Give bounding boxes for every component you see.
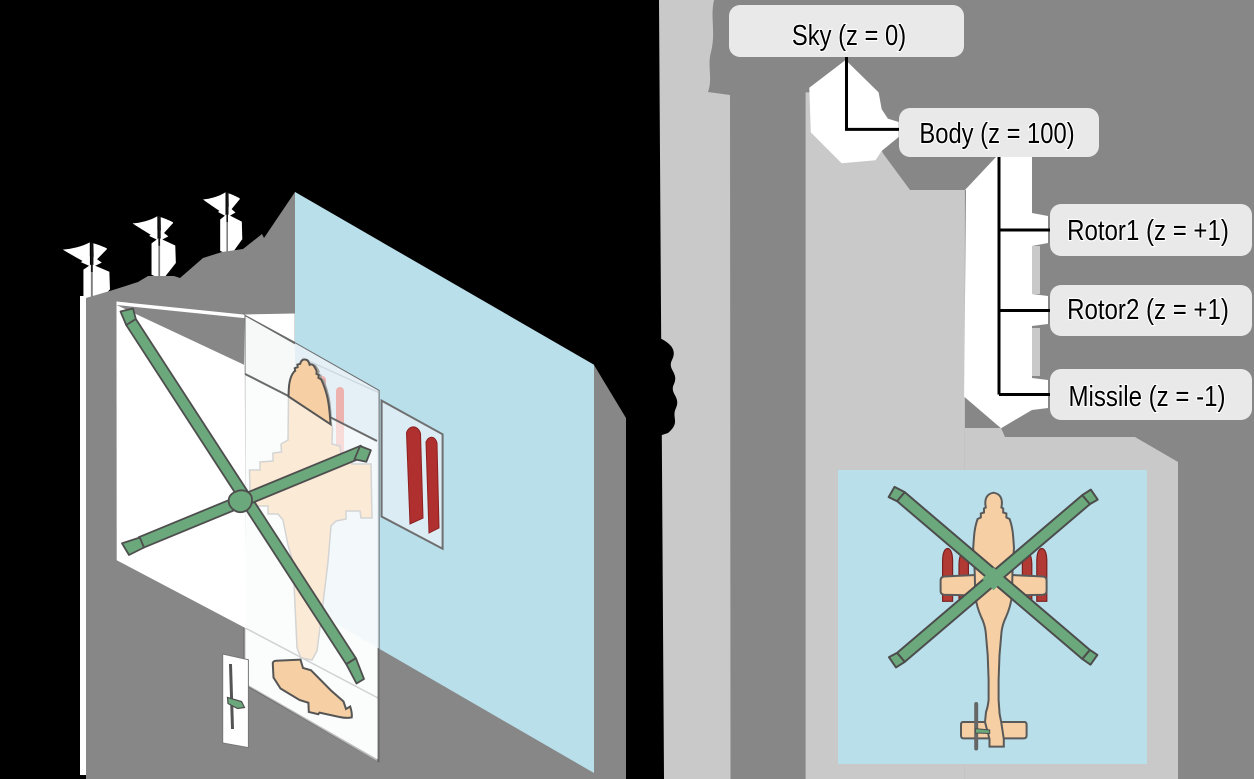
svg-text:Body (z = 100): Body (z = 100)	[919, 117, 1074, 150]
svg-text:Missile (z = -1): Missile (z = -1)	[1068, 380, 1225, 413]
svg-text:Sky (z = 0): Sky (z = 0)	[792, 19, 906, 52]
svg-text:Rotor1 (z = +1): Rotor1 (z = +1)	[1067, 214, 1229, 247]
svg-text:Rotor2 (z = +1): Rotor2 (z = +1)	[1067, 293, 1229, 326]
